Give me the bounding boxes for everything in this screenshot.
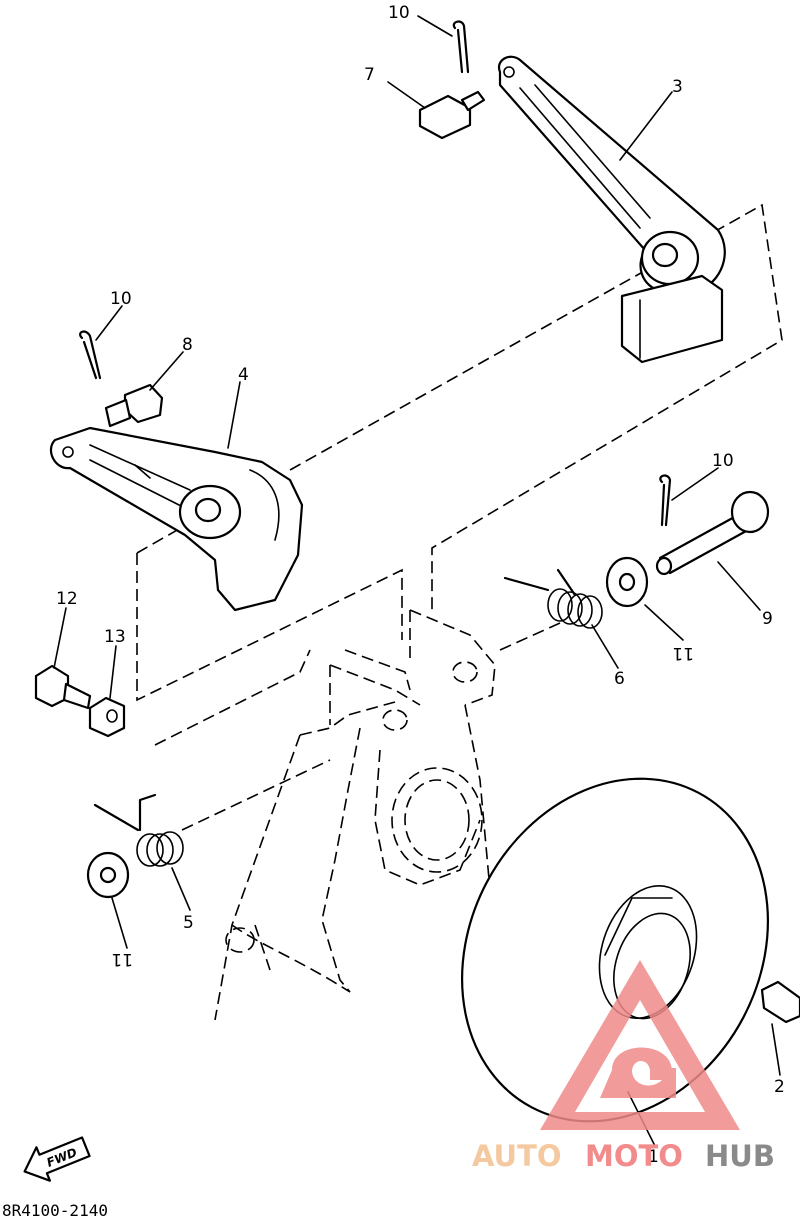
callout-9: 9 bbox=[762, 609, 773, 629]
callout-12: 12 bbox=[56, 589, 78, 609]
pin-block-part-8 bbox=[104, 383, 164, 428]
watermark-auto: AUTO bbox=[472, 1139, 562, 1173]
sheave-part-1 bbox=[461, 777, 769, 1123]
washer-left bbox=[86, 851, 130, 899]
cotter-pin-right bbox=[659, 474, 672, 527]
callout-10-left: 10 bbox=[110, 289, 132, 309]
callout-7: 7 bbox=[364, 65, 375, 85]
callout-11-right: 11 bbox=[672, 643, 694, 663]
callout-2: 2 bbox=[774, 1077, 785, 1097]
bracket-housing bbox=[214, 609, 496, 1021]
callout-13: 13 bbox=[104, 627, 126, 647]
callout-11-left: 11 bbox=[111, 949, 133, 969]
washer-right bbox=[605, 556, 649, 608]
watermark-hub: HUB bbox=[705, 1139, 775, 1173]
spring-part-5 bbox=[93, 793, 184, 867]
cotter-pin-left bbox=[79, 330, 102, 380]
pin-block-part-7 bbox=[418, 90, 486, 140]
watermark-triangle-icon bbox=[540, 960, 740, 1130]
arm-part-3 bbox=[497, 55, 726, 364]
forward-direction-arrow: FWD bbox=[23, 1136, 91, 1182]
callout-10-right: 10 bbox=[712, 451, 734, 471]
watermark-text: AUTO MOTO HUB bbox=[472, 1139, 775, 1173]
callout-8: 8 bbox=[182, 335, 193, 355]
watermark-logo bbox=[540, 960, 740, 1130]
cotter-pin-upper bbox=[452, 20, 470, 74]
pin-part-9 bbox=[655, 490, 770, 576]
leader-lines bbox=[53, 15, 781, 1147]
bolt-part-12 bbox=[34, 664, 92, 710]
callout-5: 5 bbox=[183, 913, 194, 933]
assembly-guides bbox=[69, 203, 783, 831]
callout-1: 1 bbox=[648, 1147, 659, 1167]
callout-10-upper: 10 bbox=[388, 3, 410, 23]
watermark-letter-icon bbox=[600, 1047, 676, 1098]
callout-6: 6 bbox=[614, 669, 625, 689]
watermark-moto: MOTO bbox=[585, 1139, 683, 1173]
nut-part-13 bbox=[88, 696, 126, 738]
arm-part-4 bbox=[49, 426, 304, 612]
callout-3: 3 bbox=[672, 77, 683, 97]
key-part-2 bbox=[760, 980, 800, 1024]
callout-labels: 10 7 3 10 8 4 10 9 11 6 12 13 5 11 2 1 bbox=[56, 3, 785, 1167]
spring-part-6 bbox=[503, 568, 603, 629]
drawing-code: 8R4100-2140 bbox=[2, 1201, 108, 1219]
callout-4: 4 bbox=[238, 365, 249, 385]
